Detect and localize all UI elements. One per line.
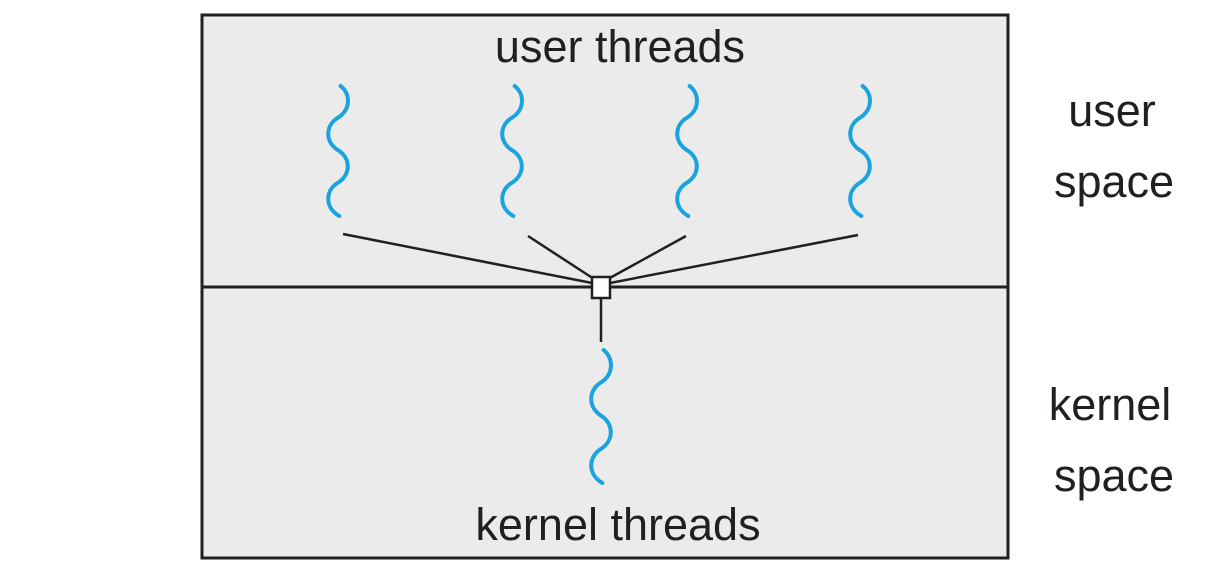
kernel-space-label-line-2: space [1054, 450, 1174, 501]
user-thread-4 [848, 84, 872, 218]
kernel-threads-label: kernel threads [475, 499, 760, 550]
kernel-space-label-line-1: kernel [1049, 379, 1172, 430]
thread-group [326, 84, 872, 485]
user-space-label-line-1: user [1068, 85, 1156, 136]
user-thread-1 [326, 84, 350, 218]
connector-user-thread-4 [609, 233, 859, 285]
user-thread-2 [500, 84, 524, 218]
connector-user-thread-3 [607, 234, 687, 281]
thread-library-node [590, 275, 612, 300]
user-thread-3 [675, 84, 699, 218]
kernel-thread [589, 348, 613, 485]
connector-group [342, 232, 859, 342]
kernel-space-region [200, 285, 1010, 560]
connector-user-thread-1 [342, 232, 593, 285]
user-space-label-line-2: space [1054, 156, 1174, 207]
connector-user-thread-2 [527, 234, 595, 281]
user-threads-label: user threads [495, 21, 745, 72]
